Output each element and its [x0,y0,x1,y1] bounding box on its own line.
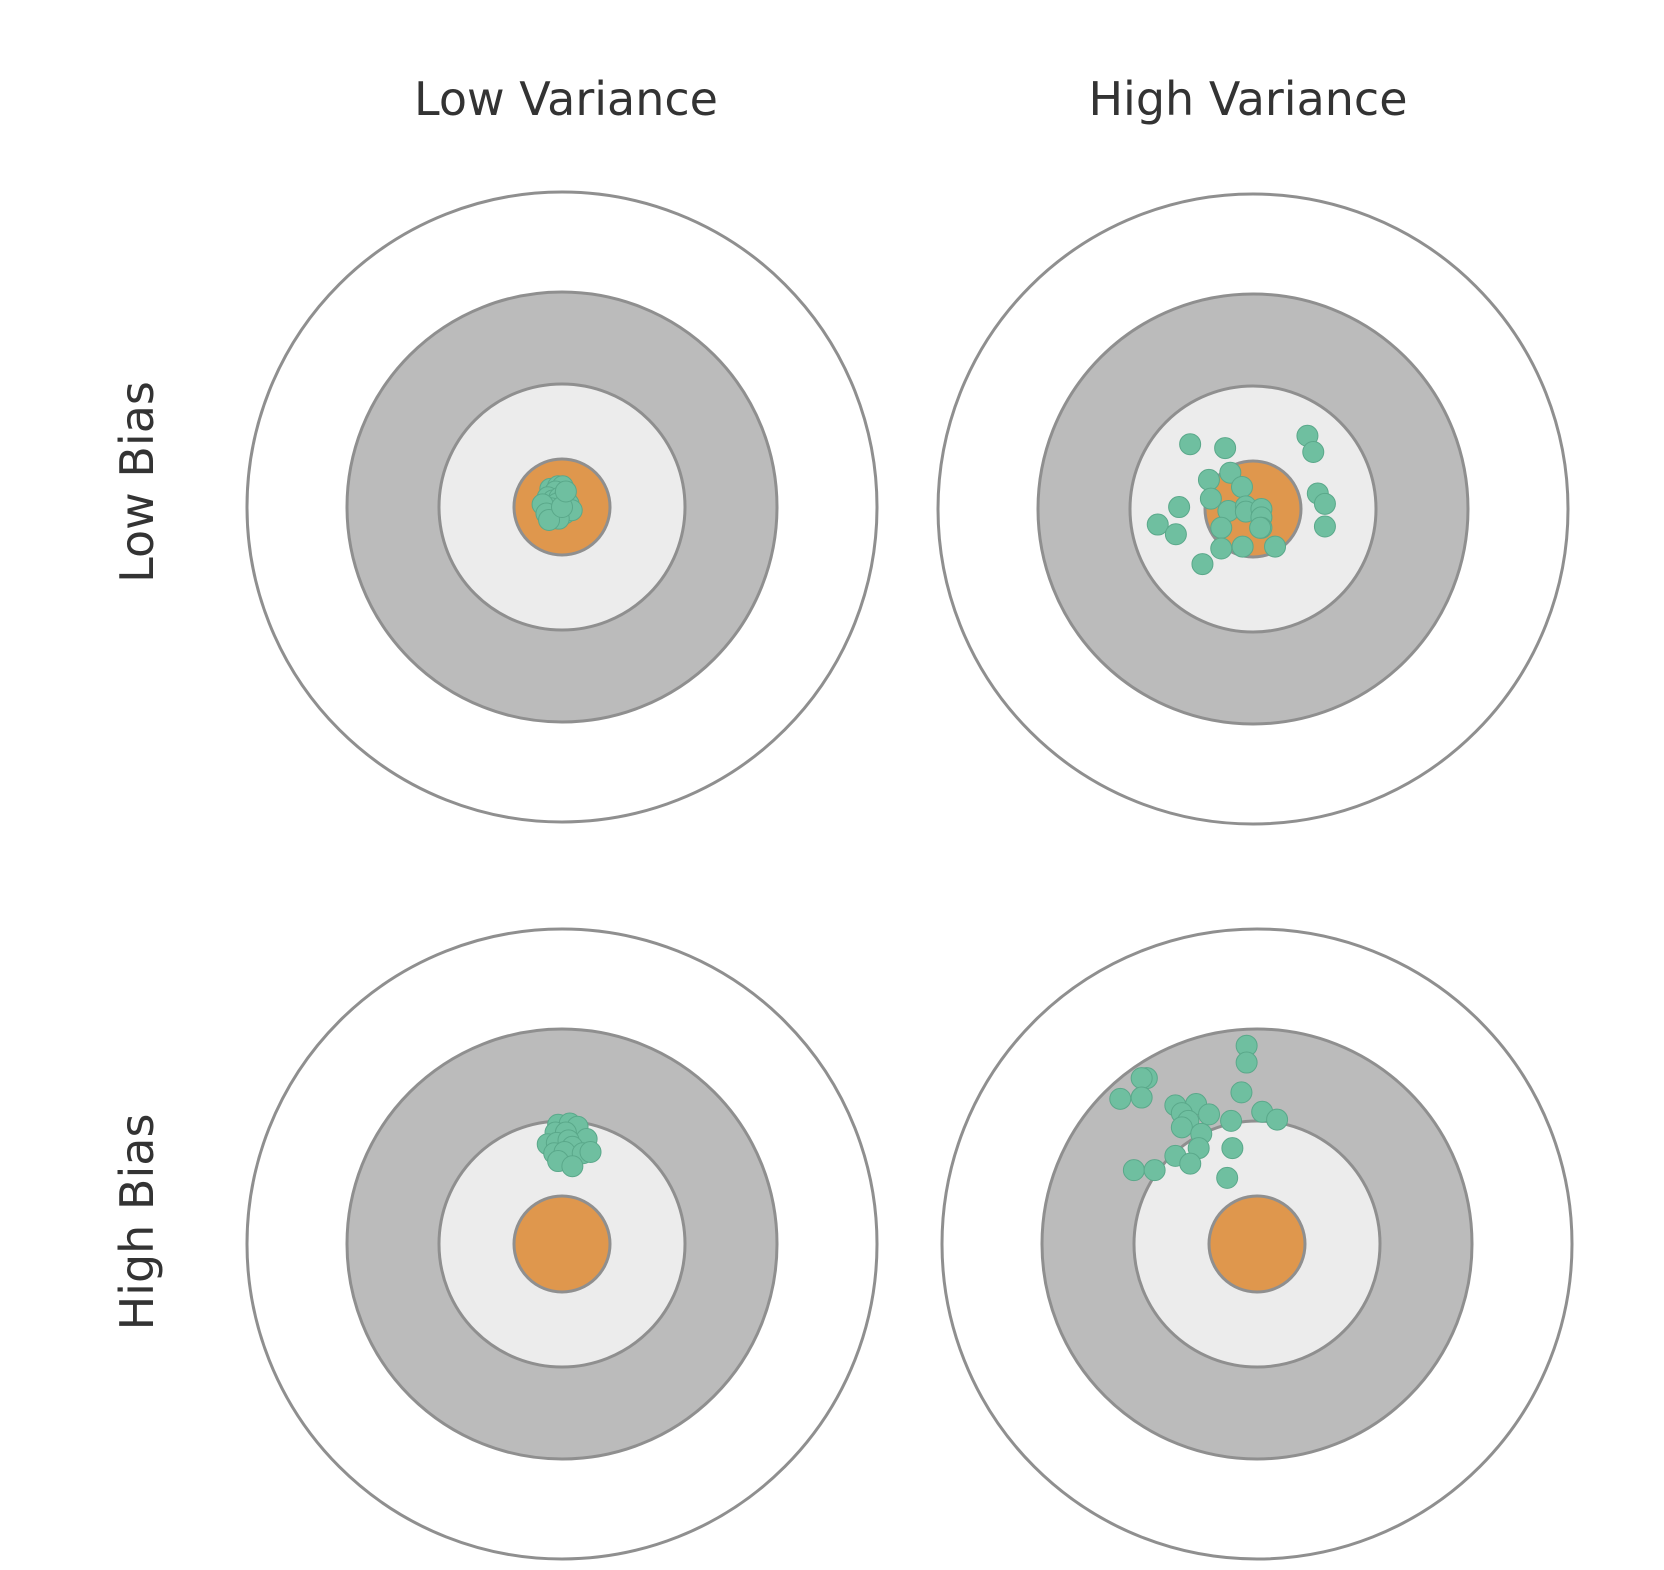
data-point [1122,1159,1145,1182]
data-point [1219,461,1242,484]
row-label-high-bias: High Bias [110,1114,164,1331]
data-point [1197,468,1220,491]
data-point [1230,1081,1253,1104]
data-point [1231,535,1254,558]
data-point [1302,440,1325,463]
data-point [1313,492,1336,515]
data-point [1198,1103,1221,1126]
data-point [554,480,577,503]
row-label-low-bias: Low Bias [110,381,164,583]
data-point [1214,437,1237,460]
data-point [1210,516,1233,539]
data-point [1264,535,1287,558]
data-point [1249,516,1272,539]
data-point [1170,1116,1193,1139]
column-label-low-variance: Low Variance [414,72,718,126]
data-point [1143,1159,1166,1182]
data-point [1199,487,1222,510]
data-point [1220,1109,1243,1132]
data-point [1210,537,1233,560]
data-point [1191,553,1214,576]
data-point [579,1140,602,1163]
data-point [1130,1086,1153,1109]
data-point [1230,475,1253,498]
data-point [1266,1108,1289,1131]
target-bullseye [512,1194,612,1294]
data-point [1130,1067,1153,1090]
target-bullseye [1207,1194,1307,1294]
data-point [1313,515,1336,538]
column-label-high-variance: High Variance [1088,72,1407,126]
data-point [1235,1051,1258,1074]
data-point [1164,523,1187,546]
data-point [1168,496,1191,519]
data-point [1179,1152,1202,1175]
data-point [561,1155,584,1178]
data-point [1221,1137,1244,1160]
data-point [1179,433,1202,456]
data-point [1109,1087,1132,1110]
data-point [1216,1166,1239,1189]
data-point [1146,513,1169,536]
targets-group [245,190,1574,1561]
